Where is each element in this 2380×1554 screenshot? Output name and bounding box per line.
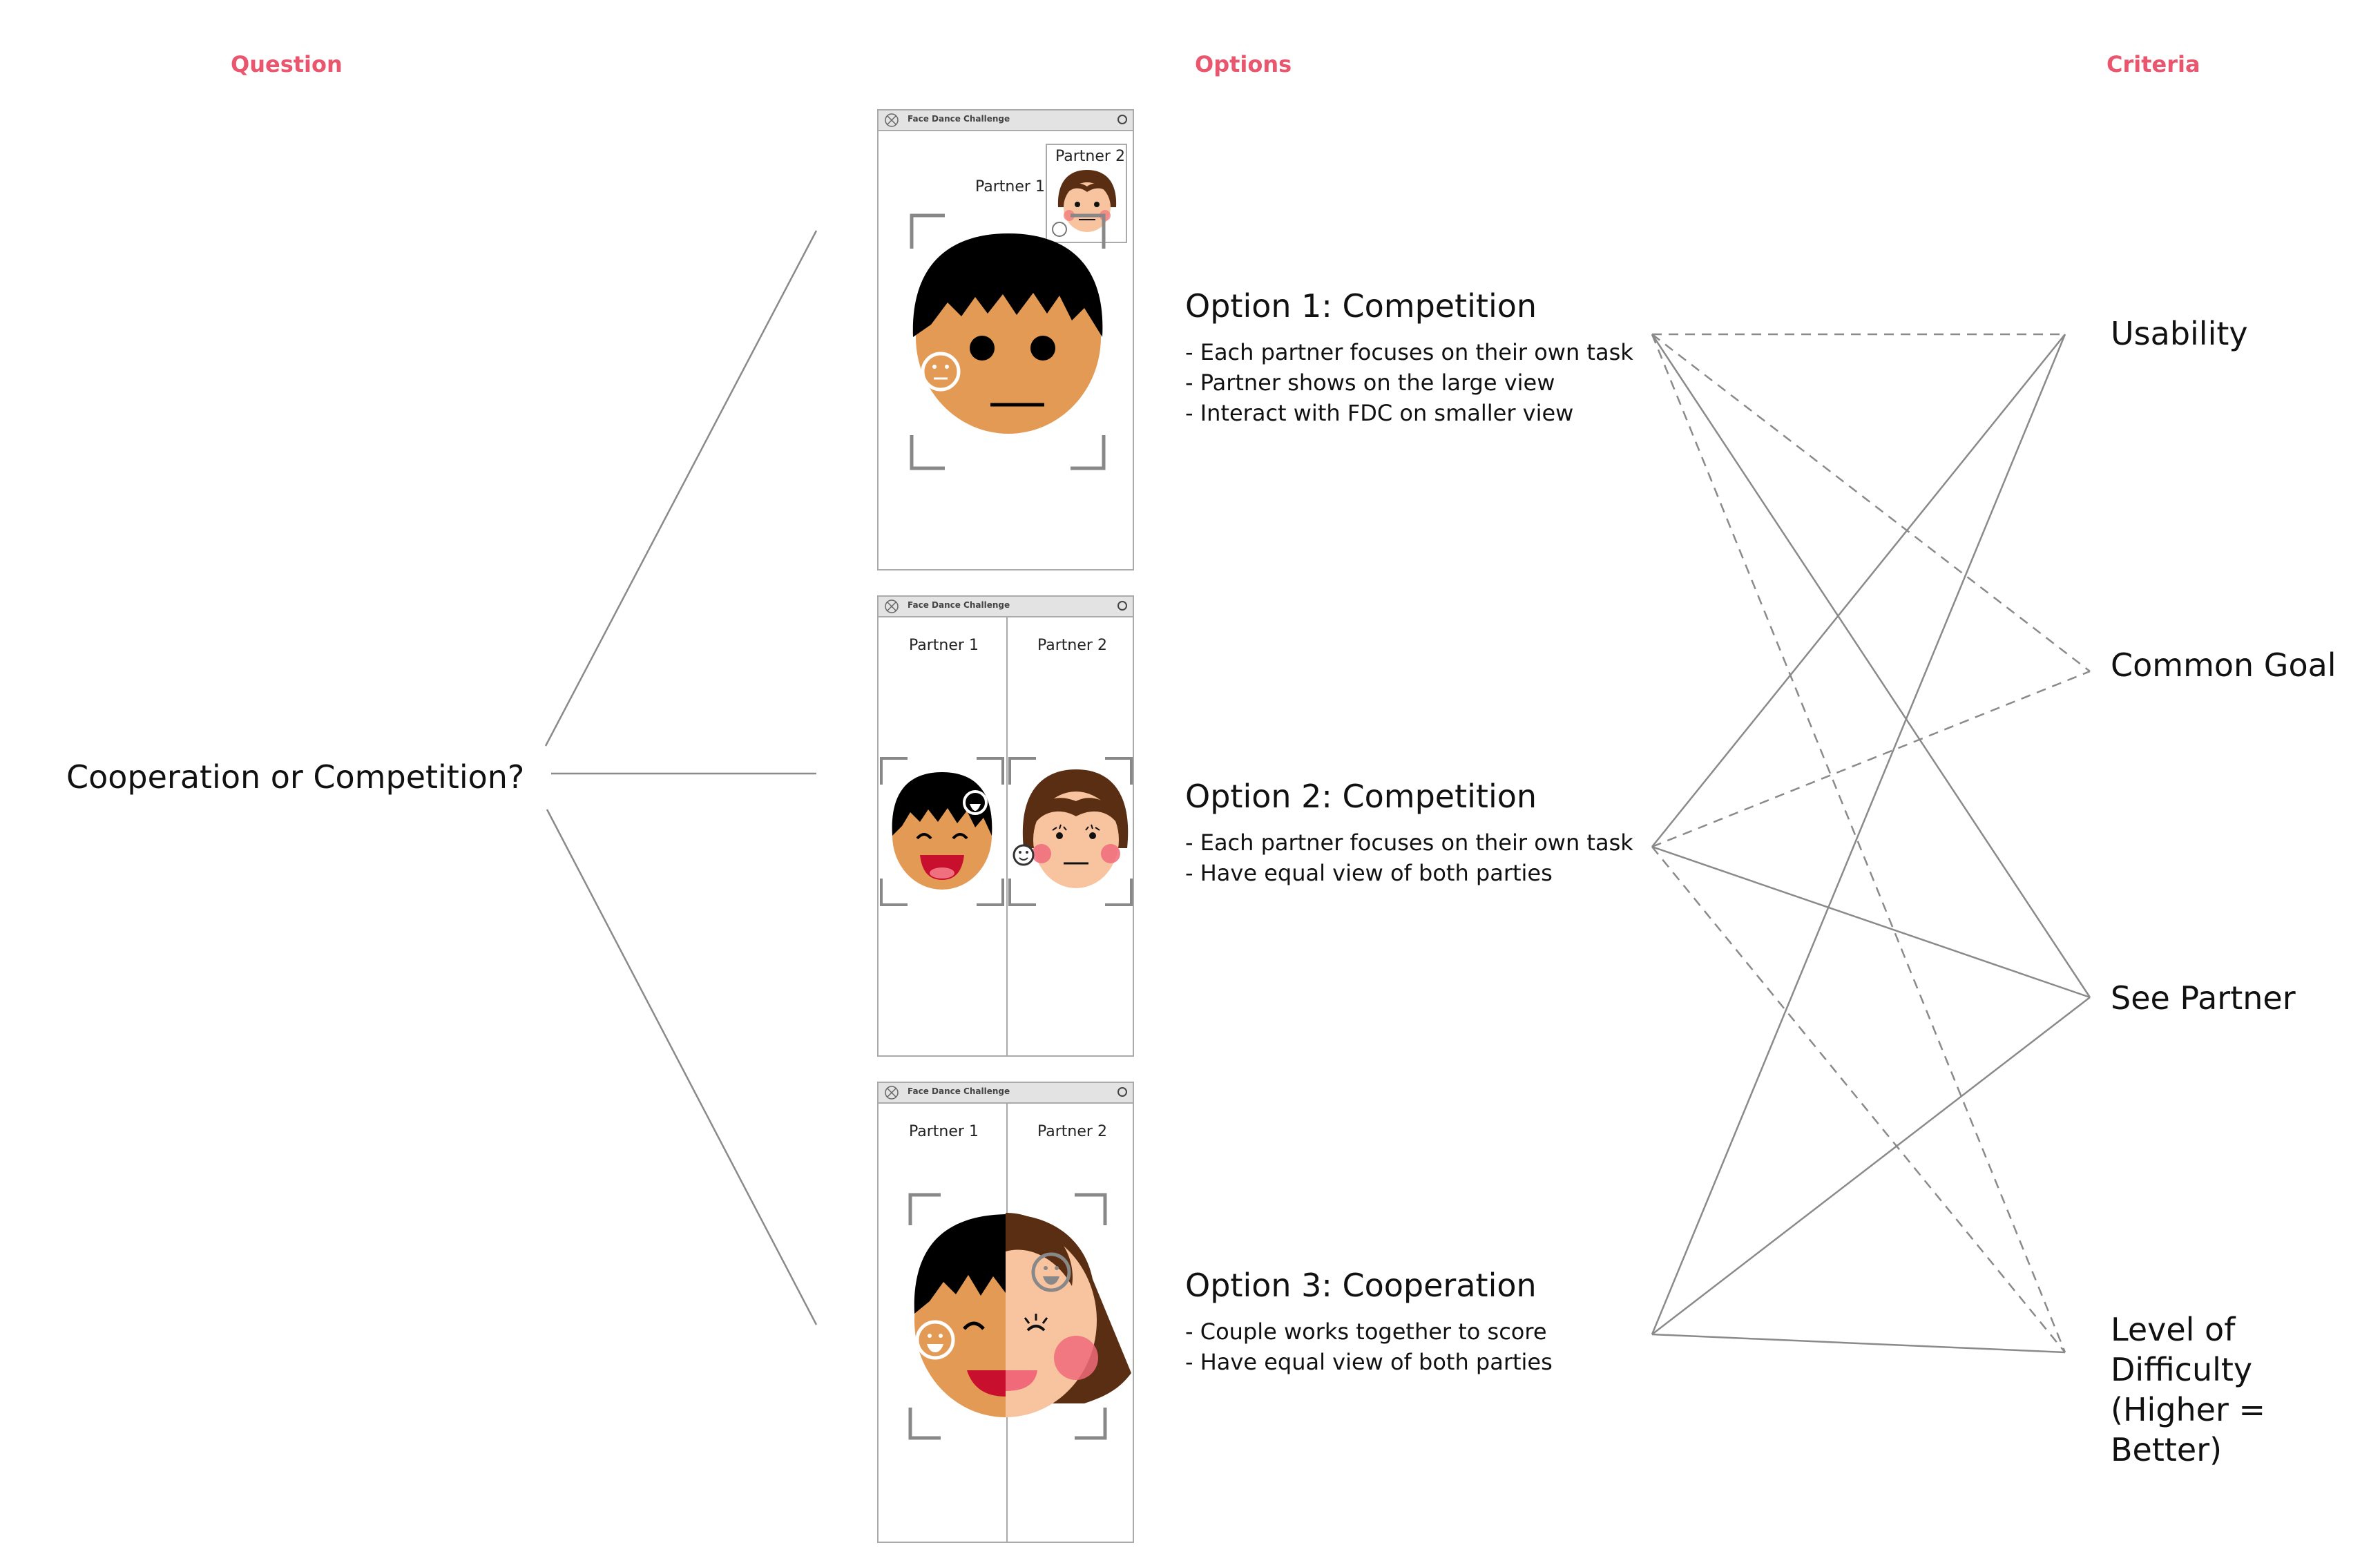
option2-mockup: Face Dance Challenge Partner 1 Partner 2 xyxy=(877,595,1134,1057)
mockup-titlebar: Face Dance Challenge xyxy=(879,1083,1133,1104)
girl-face-small xyxy=(1052,170,1117,237)
option1-mockup: Face Dance Challenge Partner 1 Partner 2 xyxy=(877,109,1134,570)
split-divider xyxy=(1006,616,1008,1055)
close-circle-icon xyxy=(885,599,899,613)
criterion-line: Level of Difficulty xyxy=(2111,1311,2253,1388)
criterion-see-partner: See Partner xyxy=(2111,979,2296,1017)
emoji-grin-icon xyxy=(1031,1252,1071,1292)
boy-face-laughing xyxy=(892,772,992,890)
partner2-label: Partner 2 xyxy=(1037,637,1107,654)
dashed-criteria-lines xyxy=(1651,333,2091,1353)
combined-face xyxy=(914,1213,1131,1417)
option3-mockup: Face Dance Challenge Partner 1 Partner 2 xyxy=(877,1082,1134,1543)
option2-bullets: - Each partner focuses on their own task… xyxy=(1185,827,1633,888)
option3-title: Option 3: Cooperation xyxy=(1185,1267,1537,1304)
bullet: - Partner shows on the large view xyxy=(1185,370,1555,396)
partner1-label: Partner 1 xyxy=(909,1123,979,1140)
mockup-app-title: Face Dance Challenge xyxy=(908,1086,1010,1096)
partner2-label: Partner 2 xyxy=(1037,1123,1107,1140)
partner2-preview: Partner 2 xyxy=(1046,144,1127,243)
girl-face-neutral xyxy=(1013,769,1129,888)
close-circle-icon xyxy=(885,113,899,127)
partner1-label: Partner 1 xyxy=(909,637,979,654)
criteria-header: Criteria xyxy=(2107,51,2200,77)
mockup-app-title: Face Dance Challenge xyxy=(908,114,1010,124)
partner1-label: Partner 1 xyxy=(975,178,1045,195)
question-to-option3-line xyxy=(546,809,818,1325)
emoji-grin-icon xyxy=(963,790,988,815)
criterion-usability: Usability xyxy=(2111,315,2248,352)
window-button-icon[interactable] xyxy=(1117,115,1127,124)
criterion-level-of-difficulty: Level of Difficulty (Higher = Better) xyxy=(2111,1310,2380,1470)
bullet: - Have equal view of both parties xyxy=(1185,860,1553,886)
option1-bullets: - Each partner focuses on their own task… xyxy=(1185,337,1633,428)
solid-criteria-lines xyxy=(1651,334,2091,1354)
bullet: - Couple works together to score xyxy=(1185,1318,1547,1345)
split-camera-frames xyxy=(880,757,1133,906)
question-text: Cooperation or Competition? xyxy=(66,758,525,796)
mockup-titlebar: Face Dance Challenge xyxy=(879,597,1133,617)
window-button-icon[interactable] xyxy=(1117,1087,1127,1097)
emoji-neutral-icon xyxy=(921,352,961,392)
partner2-label: Partner 2 xyxy=(1055,148,1125,165)
criterion-common-goal: Common Goal xyxy=(2111,646,2336,684)
option1-title: Option 1: Competition xyxy=(1185,287,1537,325)
boy-face-neutral xyxy=(912,233,1103,434)
option2-title: Option 2: Competition xyxy=(1185,778,1537,815)
criterion-line: (Higher = Better) xyxy=(2111,1391,2266,1468)
bullet: - Each partner focuses on their own task xyxy=(1185,829,1633,856)
option3-bullets: - Couple works together to score - Have … xyxy=(1185,1316,1553,1377)
emoji-smile-icon xyxy=(915,1320,955,1360)
mockup-titlebar: Face Dance Challenge xyxy=(879,111,1133,131)
mockup-app-title: Face Dance Challenge xyxy=(908,600,1010,610)
bullet: - Each partner focuses on their own task xyxy=(1185,339,1633,365)
window-button-icon[interactable] xyxy=(1117,601,1127,611)
emoji-smile-icon xyxy=(1013,844,1035,866)
options-header: Options xyxy=(1195,51,1292,77)
question-header: Question xyxy=(231,51,343,77)
bullet: - Interact with FDC on smaller view xyxy=(1185,400,1574,426)
camera-frame xyxy=(908,1193,1107,1440)
question-to-option1-line xyxy=(544,230,818,747)
close-circle-icon xyxy=(885,1086,899,1100)
camera-frame xyxy=(910,213,1106,470)
bullet: - Have equal view of both parties xyxy=(1185,1349,1553,1375)
